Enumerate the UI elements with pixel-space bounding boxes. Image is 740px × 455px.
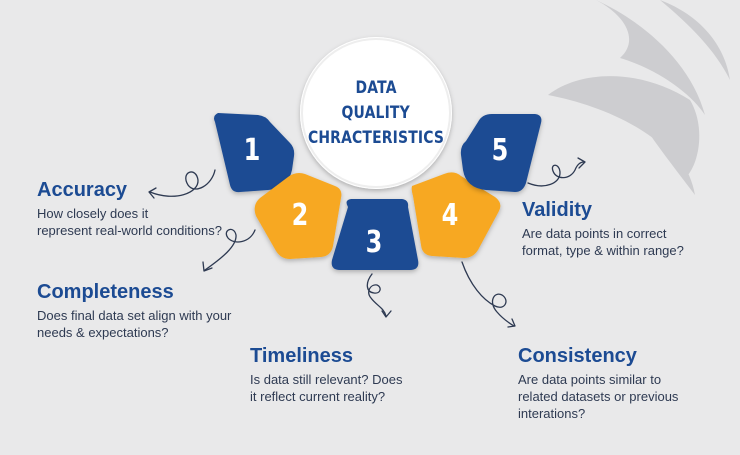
completeness-line-2: needs & expectations?: [37, 325, 169, 340]
consistency-block: Consistency Are data points similar to r…: [518, 344, 678, 422]
segment-2-shape: [254, 173, 342, 259]
completeness-heading: Completeness: [37, 281, 174, 303]
globe-decoration: [548, 0, 730, 195]
consistency-line-1: Are data points similar to: [518, 372, 662, 387]
consistency-line-2: related datasets or previous: [518, 389, 679, 404]
accuracy-description: How closely does it represent real-world…: [37, 205, 222, 239]
accuracy-line-2: represent real-world conditions?: [37, 223, 222, 238]
timeliness-line-2: it reflect current reality?: [250, 389, 386, 404]
validity-block: Validity Are data points in correct form…: [522, 198, 684, 259]
center-circle: [300, 37, 452, 189]
validity-description: Are data points in correct format, type …: [522, 225, 684, 259]
validity-arrow: [527, 161, 585, 187]
validity-line-1: Are data points in correct: [522, 226, 667, 241]
accuracy-line-1: How closely does it: [37, 206, 149, 221]
segment-4-number: 4: [441, 198, 459, 233]
timeliness-line-1: Is data still relevant? Does: [250, 372, 403, 387]
validity-heading: Validity: [522, 199, 593, 221]
timeliness-description: Is data still relevant? Does it reflect …: [250, 371, 402, 405]
title-line-3: CHRACTERISTICS: [307, 127, 445, 148]
completeness-arrow: [204, 228, 256, 271]
consistency-arrow: [461, 261, 515, 327]
consistency-heading: Consistency: [518, 345, 637, 367]
completeness-block: Completeness Does final data set align w…: [37, 280, 231, 341]
segment-2-number: 2: [291, 198, 309, 233]
consistency-line-3: interations?: [518, 406, 586, 421]
segment-5-number: 5: [491, 133, 509, 168]
completeness-description: Does final data set align with your need…: [37, 307, 231, 341]
validity-line-2: format, type & within range?: [522, 243, 684, 258]
accuracy-heading: Accuracy: [37, 179, 128, 201]
segment-3-number: 3: [365, 225, 383, 260]
timeliness-block: Timeliness Is data still relevant? Does …: [250, 344, 402, 405]
completeness-line-1: Does final data set align with your: [37, 308, 232, 323]
title-line-2: QUALITY: [341, 102, 411, 123]
segment-3-shape: [331, 199, 419, 270]
accuracy-arrow: [149, 169, 216, 197]
accuracy-block: Accuracy How closely does it represent r…: [37, 178, 222, 239]
segment-1-number: 1: [243, 133, 261, 168]
segment-4-shape: [411, 172, 501, 258]
segment-5-shape: [460, 114, 542, 192]
timeliness-arrow: [366, 273, 387, 317]
title-line-1: DATA: [355, 77, 397, 98]
timeliness-heading: Timeliness: [250, 345, 354, 367]
consistency-description: Are data points similar to related datas…: [518, 371, 678, 422]
segment-1-shape: [214, 113, 295, 193]
diagram-title: DATA QUALITY CHRACTERISTICS: [302, 42, 450, 184]
